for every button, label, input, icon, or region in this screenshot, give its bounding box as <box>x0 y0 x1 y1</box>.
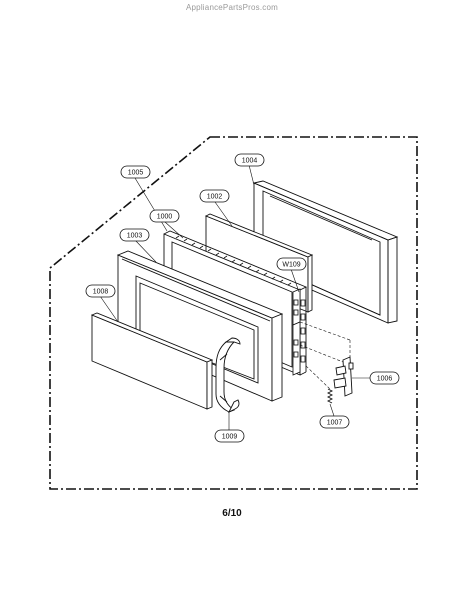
callout-w109: W109 <box>276 257 307 271</box>
callout-1004: 1004 <box>234 153 265 167</box>
part-1006-latch <box>333 356 354 397</box>
svg-text:1003: 1003 <box>127 233 143 240</box>
alignment-lines <box>299 321 351 390</box>
callout-1008: 1008 <box>85 284 116 298</box>
svg-text:1008: 1008 <box>93 289 109 296</box>
callout-1005: 1005 <box>120 165 151 179</box>
svg-text:W109: W109 <box>282 262 300 269</box>
svg-text:1002: 1002 <box>207 194 223 201</box>
part-1009-handle <box>215 337 241 414</box>
page-number: 6/10 <box>222 508 242 519</box>
callout-1003: 1003 <box>119 228 150 242</box>
svg-text:1009: 1009 <box>222 434 238 441</box>
svg-text:1007: 1007 <box>327 420 343 427</box>
callout-1009: 1009 <box>214 429 245 443</box>
svg-text:1005: 1005 <box>128 170 144 177</box>
watermark: AppliancePartsPros.com <box>186 3 278 12</box>
svg-text:1004: 1004 <box>242 158 258 165</box>
svg-text:1000: 1000 <box>157 214 173 221</box>
assembly-boundary <box>49 136 418 490</box>
part-1007-spring <box>326 388 334 404</box>
callout-1006: 1006 <box>369 371 400 385</box>
svg-text:1006: 1006 <box>377 376 393 383</box>
hinge-bracket <box>292 288 301 376</box>
callout-1002: 1002 <box>199 189 230 203</box>
callout-1000: 1000 <box>149 209 180 223</box>
part-1003-door <box>116 250 284 402</box>
part-1008-panel <box>90 312 214 410</box>
callout-1007: 1007 <box>319 415 350 429</box>
